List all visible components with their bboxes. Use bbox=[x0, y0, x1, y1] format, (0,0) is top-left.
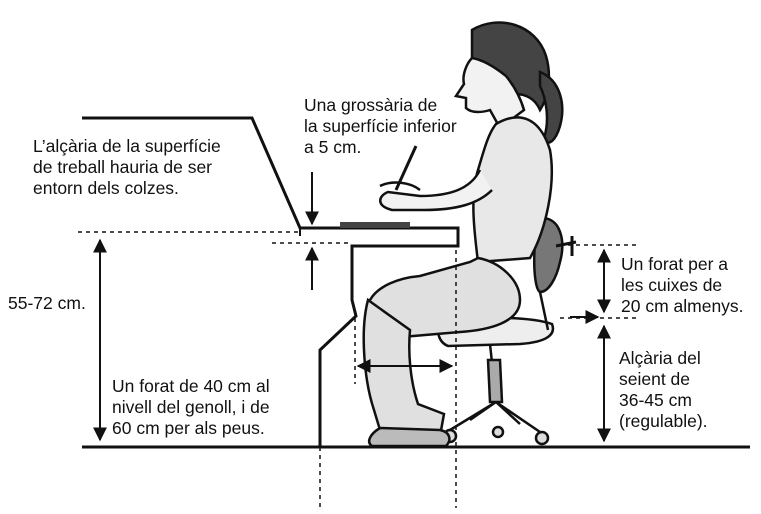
paper-on-desk bbox=[340, 222, 410, 228]
seat-height-line-1: Alçària del bbox=[619, 348, 701, 368]
work-height-line-1: L’alçària de la superfície bbox=[33, 136, 221, 156]
desk-outline bbox=[82, 116, 460, 447]
knee-clearance-line-2: nivell del genoll, i de bbox=[112, 397, 270, 417]
work-height-line-3: entorn dels colzes. bbox=[33, 178, 179, 198]
seat-height-line-4: (regulable). bbox=[619, 411, 708, 431]
measurement-arrows bbox=[93, 172, 611, 443]
thigh-clearance-line-1: Un forat per a bbox=[621, 254, 728, 274]
seat-height-label: Alçària del seient de 36-45 cm (regulabl… bbox=[619, 348, 708, 432]
table-range-label: 55-72 cm. bbox=[8, 293, 86, 314]
surface-thickness-line-2: la superfície inferior bbox=[304, 116, 457, 136]
seat-height-line-3: 36-45 cm bbox=[619, 390, 692, 410]
thigh-clearance-label: Un forat per a les cuixes de 20 cm almen… bbox=[621, 254, 744, 317]
knee-clearance-label: Un forat de 40 cm al nivell del genoll, … bbox=[112, 376, 270, 439]
work-height-label: L’alçària de la superfície de treball ha… bbox=[33, 136, 221, 199]
table-range-line-1: 55-72 cm. bbox=[8, 293, 86, 313]
thigh-clearance-line-3: 20 cm almenys. bbox=[621, 296, 744, 316]
surface-thickness-line-1: Una grossària de bbox=[304, 95, 438, 115]
surface-thickness-label: Una grossària de la superfície inferior … bbox=[304, 95, 457, 158]
knee-clearance-line-3: 60 cm per als peus. bbox=[112, 418, 265, 438]
reference-lines bbox=[78, 231, 640, 508]
seat-height-line-2: seient de bbox=[619, 369, 691, 389]
work-height-line-2: de treball hauria de ser bbox=[33, 157, 212, 177]
surface-thickness-line-3: a 5 cm. bbox=[304, 137, 362, 157]
seated-person bbox=[362, 21, 564, 448]
knee-clearance-line-1: Un forat de 40 cm al bbox=[112, 376, 270, 396]
thigh-clearance-line-2: les cuixes de bbox=[621, 275, 723, 295]
